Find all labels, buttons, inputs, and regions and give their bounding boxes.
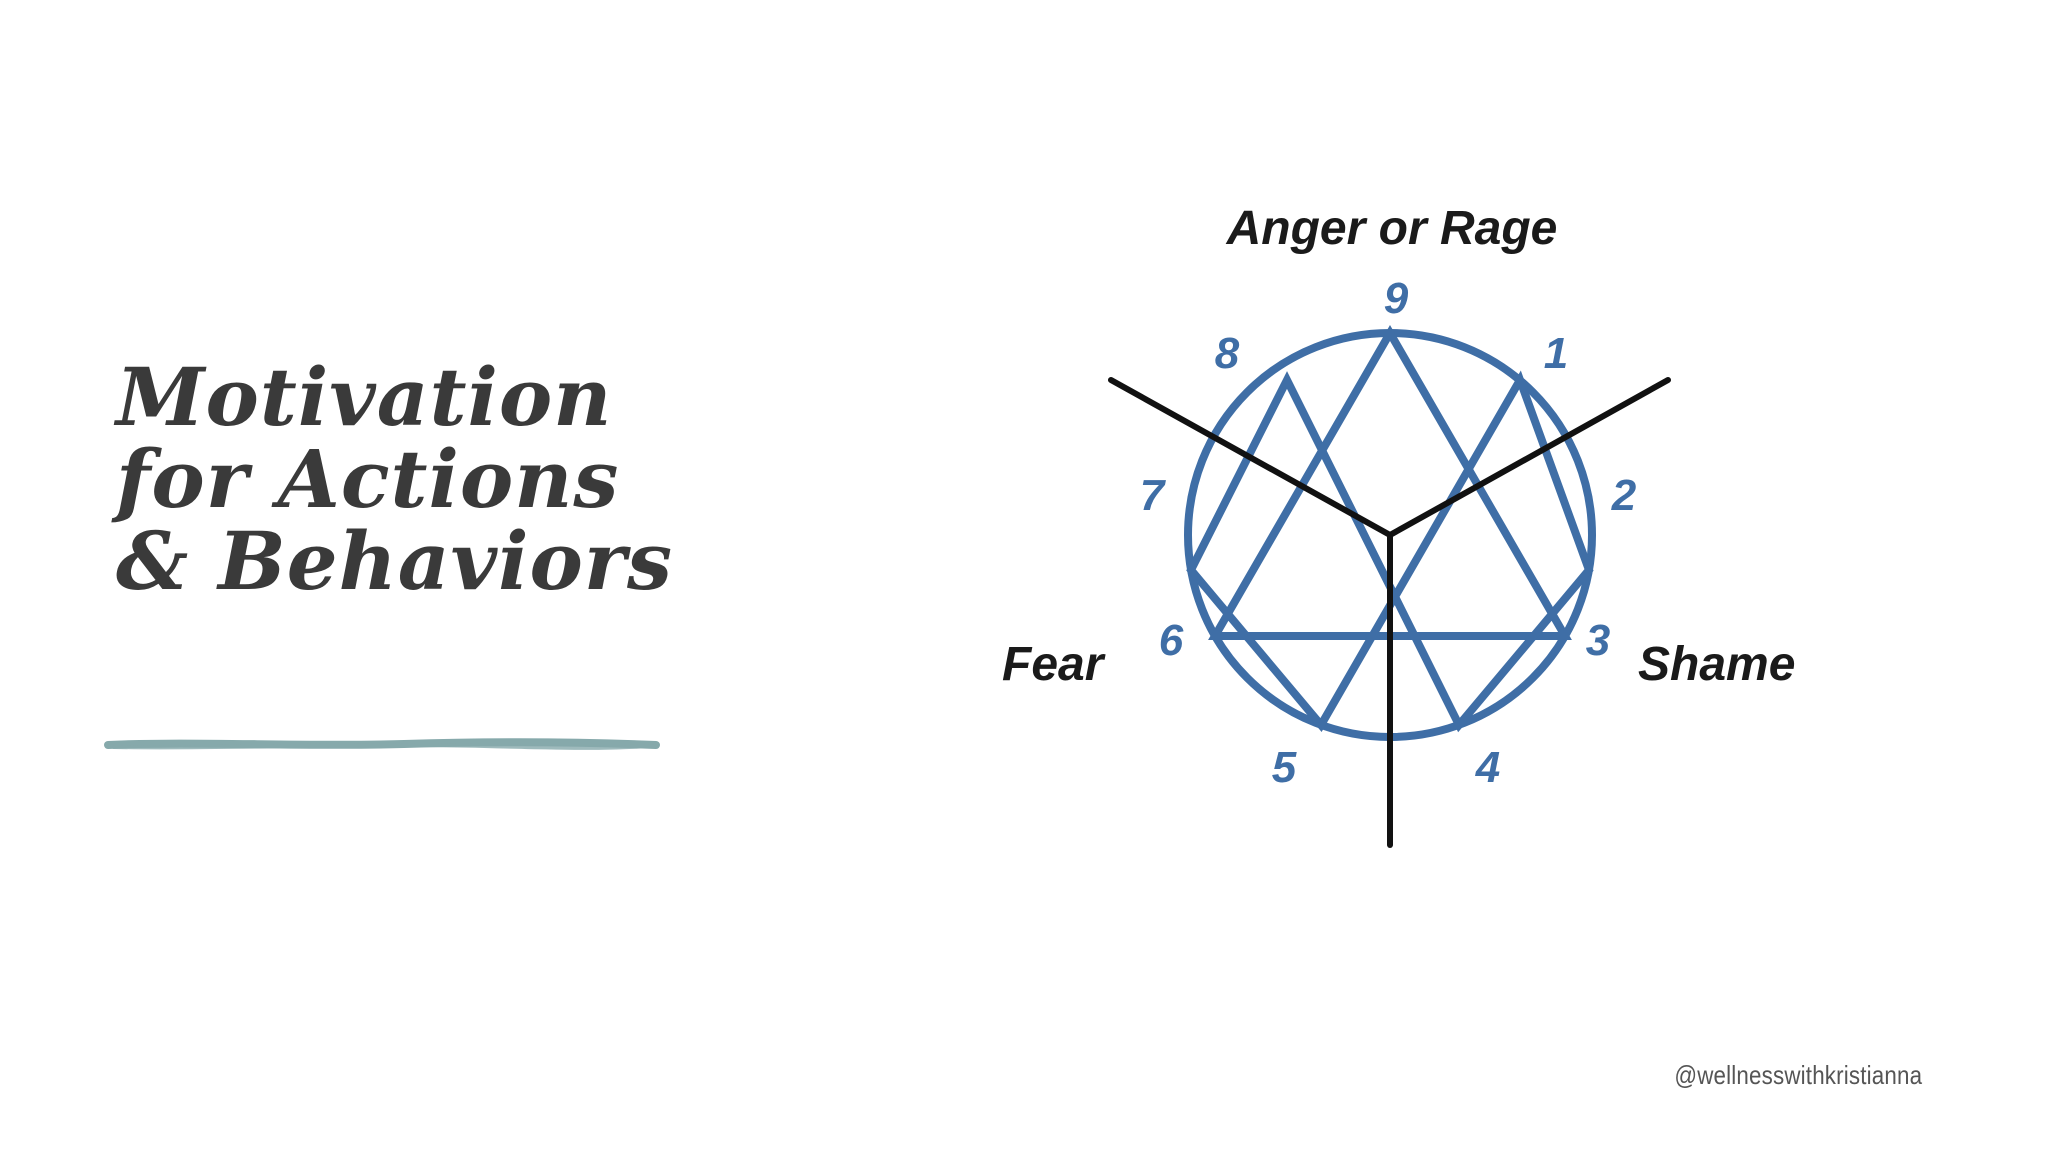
triad-label-fear: Fear: [1002, 638, 1106, 691]
point-number-9: 9: [1384, 274, 1409, 323]
point-number-4: 4: [1475, 743, 1500, 792]
triad-label-anger: Anger or Rage: [1226, 202, 1558, 255]
social-handle: @wellnesswithkristianna: [1674, 1060, 1922, 1090]
title-line: for Actions: [116, 432, 620, 526]
slide-title: Motivation for Actions & Behaviors: [116, 356, 716, 602]
point-number-1: 1: [1544, 329, 1568, 378]
triad-label-shame: Shame: [1638, 638, 1795, 691]
point-number-5: 5: [1272, 743, 1297, 792]
point-number-8: 8: [1215, 329, 1240, 378]
enneagram-diagram: 9 1 2 3 4 5 6 7 8 Anger or Rage Fear Sha…: [1002, 202, 1795, 848]
point-number-2: 2: [1611, 471, 1637, 520]
divider-line-right: [1387, 377, 1671, 538]
title-line: Motivation: [116, 350, 613, 444]
title-underline: [104, 738, 660, 750]
enneagram-hexad: [1186, 370, 1594, 733]
point-number-7: 7: [1140, 471, 1167, 520]
point-number-6: 6: [1159, 616, 1184, 665]
point-number-3: 3: [1586, 616, 1610, 665]
divider-line-left: [1108, 377, 1393, 538]
title-line: & Behaviors: [116, 514, 674, 608]
